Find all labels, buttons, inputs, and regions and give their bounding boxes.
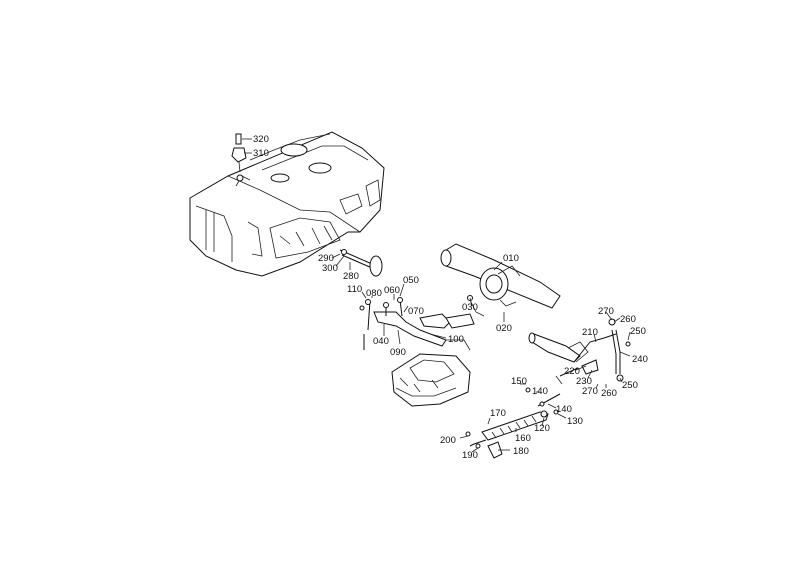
callout-030: 030 — [462, 302, 478, 313]
callout-230: 230 — [576, 376, 592, 387]
callout-320: 320 — [253, 134, 269, 145]
callout-190: 190 — [462, 450, 478, 461]
callout-010: 010 — [503, 253, 519, 264]
callout-250-top: 250 — [630, 326, 646, 337]
callout-160: 160 — [515, 433, 531, 444]
callout-labels: 320 310 290 300 280 010 050 060 080 110 … — [253, 134, 648, 461]
gearbox — [391, 353, 471, 407]
callout-020: 020 — [496, 323, 512, 334]
engine-block — [189, 131, 385, 277]
callout-250-bottom: 250 — [622, 380, 638, 391]
callout-210: 210 — [582, 327, 598, 338]
callout-280: 280 — [343, 271, 359, 282]
callout-220: 220 — [564, 366, 580, 377]
callout-290: 290 — [318, 253, 334, 264]
callout-050: 050 — [403, 275, 419, 286]
callout-300: 300 — [322, 263, 338, 274]
callout-120: 120 — [534, 423, 550, 434]
callout-080: 080 — [366, 288, 382, 299]
rear-tube — [528, 332, 589, 363]
callout-100: 100 — [448, 334, 464, 345]
plug-310-320 — [231, 133, 247, 173]
callout-140-lower: 140 — [556, 404, 572, 415]
axle-housing — [440, 243, 561, 309]
callout-140-upper: 140 — [532, 386, 548, 397]
callout-240: 240 — [632, 354, 648, 365]
lower-rod-assembly — [465, 387, 561, 459]
callout-130: 130 — [567, 416, 583, 427]
callout-270-bottom: 270 — [582, 386, 598, 397]
callout-310: 310 — [253, 148, 269, 159]
linkage-assembly — [359, 295, 485, 351]
callout-060: 060 — [384, 285, 400, 296]
callout-260-top: 260 — [620, 314, 636, 325]
callout-170: 170 — [490, 408, 506, 419]
leader-lines — [242, 138, 631, 453]
callout-150: 150 — [511, 376, 527, 387]
callout-260-bottom: 260 — [601, 388, 617, 399]
callout-180: 180 — [513, 446, 529, 457]
callout-040: 040 — [373, 336, 389, 347]
callout-270-top: 270 — [598, 306, 614, 317]
callout-110: 110 — [347, 284, 362, 295]
callout-070: 070 — [408, 306, 424, 317]
shaft-280 — [339, 249, 383, 277]
callout-090: 090 — [390, 347, 406, 358]
callout-200: 200 — [440, 435, 456, 446]
